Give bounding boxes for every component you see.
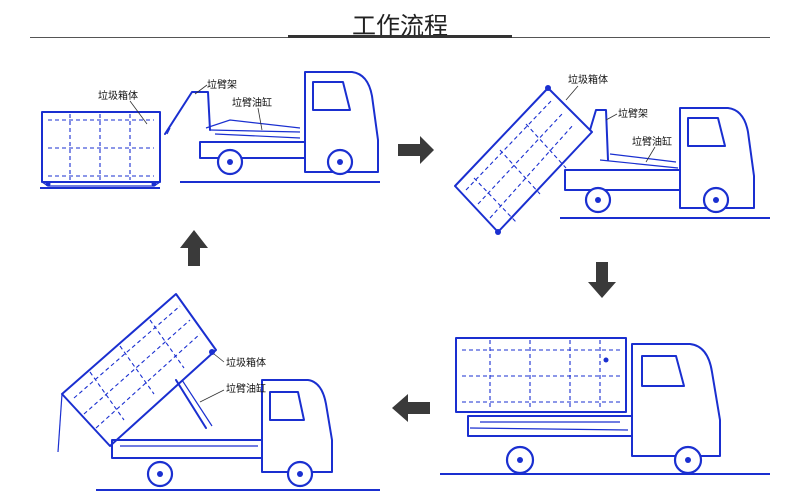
stage-1-box-label: 垃圾箱体 xyxy=(98,89,138,102)
stage-3-garbage-box xyxy=(455,337,627,413)
stage-4-illustration: 垃圾箱体 垃臂油缸 xyxy=(57,293,380,491)
stage-1-garbage-box xyxy=(41,111,161,187)
arrow-down-icon xyxy=(588,262,616,298)
stage-3-illustration xyxy=(440,337,770,475)
stage-2-cylinder-label: 垃臂油缸 xyxy=(632,135,672,148)
arrow-right-icon xyxy=(398,136,434,164)
stage-4-box-label: 垃圾箱体 xyxy=(226,356,266,369)
stage-2-truck xyxy=(564,107,755,214)
arrow-left-icon xyxy=(392,394,430,422)
stage-1-arm-label: 垃臂架 xyxy=(207,78,237,91)
arrow-up-icon xyxy=(180,230,208,266)
stage-4-garbage-box xyxy=(57,293,217,453)
stage-2-box-label: 垃圾箱体 xyxy=(568,73,608,86)
stage-1-truck xyxy=(199,71,379,176)
title-underline xyxy=(288,35,512,38)
stage-2-arm-label: 垃臂架 xyxy=(618,107,648,120)
stage-1-illustration: 垃圾箱体 垃臂架 垃臂油缸 xyxy=(40,71,380,189)
stage-2-illustration: 垃圾箱体 垃臂架 垃臂油缸 xyxy=(454,73,770,235)
stage-4-truck xyxy=(111,379,333,488)
stage-3-truck xyxy=(467,343,721,475)
stage-1-cylinder-label: 垃臂油缸 xyxy=(232,96,272,109)
stage-2-garbage-box xyxy=(454,85,593,235)
stage-4-cylinder-label: 垃臂油缸 xyxy=(226,382,266,395)
